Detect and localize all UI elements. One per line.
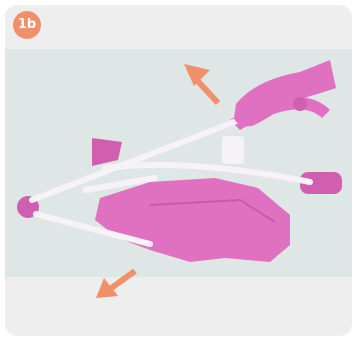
frame-hinge-block [222, 136, 244, 164]
arrow-down-left-icon [96, 271, 135, 298]
stroller-seat-fabric [95, 178, 290, 262]
arrow-up-right-icon [184, 64, 218, 103]
hand-knob [293, 97, 307, 111]
frame-side-bracket [92, 138, 122, 166]
